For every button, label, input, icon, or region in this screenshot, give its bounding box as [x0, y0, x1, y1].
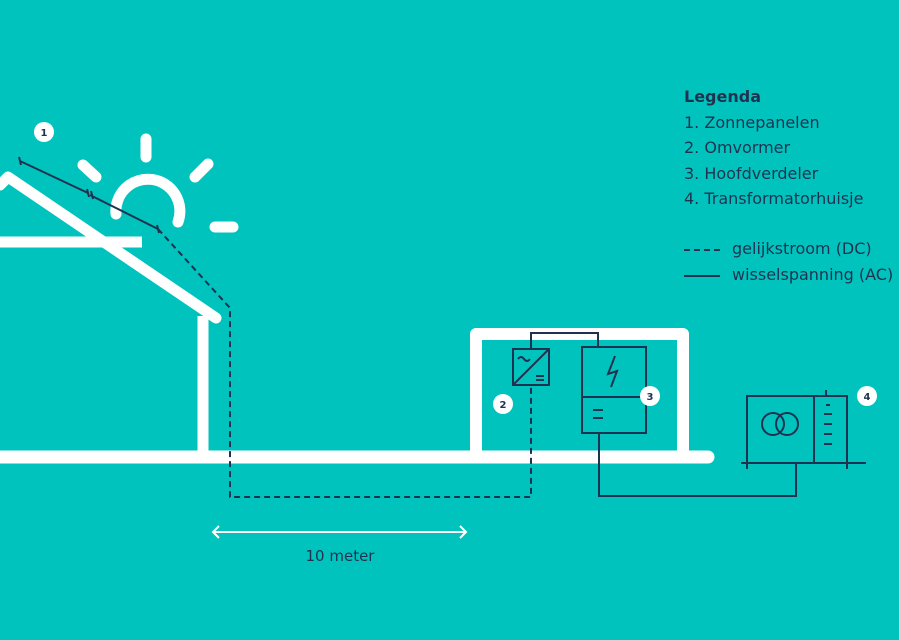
badge-1: 1: [34, 122, 54, 142]
dashed-line-icon: [684, 249, 720, 251]
transformer-icon: [761, 412, 799, 436]
legend: Legenda 1. Zonnepanelen 2. Omvormer 3. H…: [684, 84, 893, 284]
ac-wire-board-to-transformer: [598, 433, 797, 497]
badge-3: 3: [640, 386, 660, 406]
distribution-board: [581, 346, 647, 434]
distance-arrow: [211, 525, 468, 539]
legend-item-transformer-kiosk: 4. Transformatorhuisje: [684, 189, 864, 208]
legend-item-solar-panels: 1. Zonnepanelen: [684, 112, 820, 132]
legend-ac-label: wisselspanning (AC): [732, 265, 894, 284]
transformer-kiosk: [741, 390, 866, 469]
solid-line-icon: [684, 275, 720, 277]
solar-panels: [18, 156, 160, 234]
legend-title: Legenda: [684, 87, 761, 106]
badge-2: 2: [493, 394, 513, 414]
svg-text:1: 1: [41, 128, 48, 139]
svg-text:2: 2: [500, 400, 507, 411]
distance-label: 10 meter: [305, 547, 375, 565]
house: [0, 171, 222, 452]
ac-wire-inverter-to-board: [530, 332, 599, 349]
legend-item-main-distribution: 3. Hoofdverdeler: [684, 163, 819, 183]
inverter-icon: [512, 348, 550, 386]
svg-text:4: 4: [864, 392, 871, 403]
dc-wire: [157, 228, 532, 498]
lightning-icon: [606, 355, 619, 388]
legend-item-inverter: 2. Omvormer: [684, 138, 791, 157]
svg-text:3: 3: [647, 392, 654, 403]
legend-key-ac: wisselspanning (AC): [684, 262, 899, 288]
sun-icon: [77, 133, 239, 233]
legend-dc-label: gelijkstroom (DC): [732, 239, 872, 258]
legend-key-dc: gelijkstroom (DC): [684, 236, 899, 262]
badge-4: 4: [857, 386, 877, 406]
